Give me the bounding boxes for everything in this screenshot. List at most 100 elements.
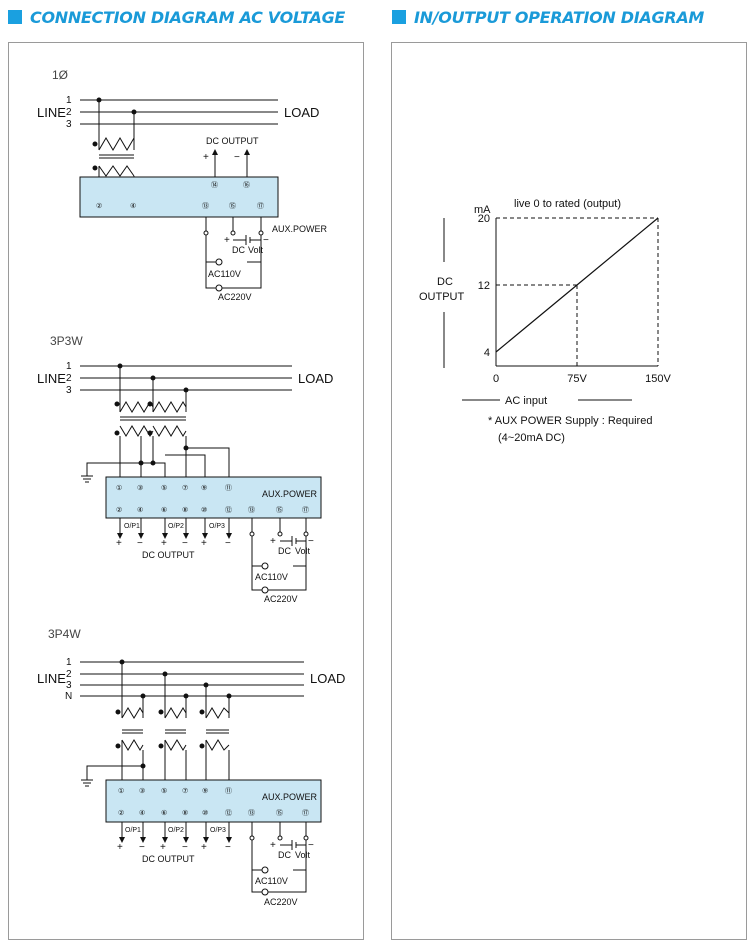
left-header-title: CONNECTION DIAGRAM AC VOLTAGE [30,7,346,27]
line-number: 2 [66,669,72,680]
line-number: N [65,691,72,702]
meter-box [79,176,279,218]
op-label: O/P1 [124,523,140,530]
header-square-icon [8,10,22,24]
minus-sign: − [139,842,145,853]
terminal-label: ⑩ [201,506,207,514]
line-number: 1 [66,657,72,668]
plus-sign: + [270,536,276,547]
terminal-label: ⑬ [248,809,255,817]
diagram-1-single-phase: 1Ø 1 2 3 LINE LOAD ② ④ ⑭ ⑯ ⑬ ⑮ ⑰ DC OUTP… [37,68,328,302]
meter-box [105,476,322,519]
terminal-label: ⑦ [182,787,188,795]
minus-sign: − [308,840,314,851]
chart-title: live 0 to rated (output) [514,198,621,210]
plus-sign: + [160,842,166,853]
diagram-2-3p3w: 3P3W 1 2 3 LINE LOAD [37,334,333,604]
right-header-title: IN/OUTPUT OPERATION DIAGRAM [414,7,705,27]
terminal-label: ⑫ [225,809,232,817]
line-number: 2 [66,107,72,118]
plus-sign: + [224,235,230,246]
aux-power-label: AUX.POWER [262,792,318,802]
line-number: 2 [66,373,72,384]
y-unit: mA [474,204,491,216]
line-number: 3 [66,385,72,396]
minus-sign: − [308,536,314,547]
section-label: 3P3W [50,334,83,348]
x-tick-label: 150V [645,373,671,385]
header-square-icon [392,10,406,24]
terminal-label: ④ [139,809,145,817]
volt-label: Volt [295,546,311,556]
diagram-3-3p4w: 3P4W 1 2 3 N LINE LOAD [37,627,345,907]
terminal-label: ⑩ [202,809,208,817]
plus-sign: + [116,538,122,549]
dc-label: DC [232,245,245,255]
section-label: 3P4W [48,627,81,641]
x-tick-label: 75V [567,373,587,385]
terminal-label: ⑬ [248,506,255,514]
terminal-label: ⑤ [161,484,167,492]
volt-label: Volt [248,245,264,255]
dc-output-label: DC OUTPUT [206,136,259,146]
terminal-label: ⑭ [211,181,218,189]
terminal-label: ⑮ [229,202,236,210]
ac110-label: AC110V [208,269,241,279]
terminal-label: ⑯ [243,181,250,189]
terminal-label: ⑰ [302,506,309,514]
op-label: O/P2 [168,523,184,530]
terminal-label: ⑰ [302,809,309,817]
terminal-label: ① [118,787,124,795]
plus-sign: + [270,840,276,851]
minus-sign: − [182,842,188,853]
left-header: CONNECTION DIAGRAM AC VOLTAGE [8,6,345,28]
ac220-label: AC220V [218,292,252,302]
plus-sign: + [203,152,209,163]
line-number: 1 [66,361,72,372]
aux-power-label: AUX.POWER [272,224,328,234]
aux-power-label: AUX.POWER [262,489,318,499]
dc-label: DC [278,850,291,860]
minus-sign: − [263,235,269,246]
terminal-label: ④ [130,202,136,210]
terminal-label: ⑥ [161,809,167,817]
volt-label: Volt [295,850,311,860]
terminal-label: ⑧ [182,809,188,817]
plus-sign: + [201,538,207,549]
terminal-label: ② [118,809,124,817]
load-label: LOAD [298,371,333,386]
ac110-label: AC110V [255,572,288,582]
terminal-label: ⑧ [182,506,188,514]
series-line [495,217,659,353]
terminal-label: ⑮ [276,506,283,514]
chart-note: * AUX POWER Supply : Required [488,415,652,427]
line-label: LINE [37,371,66,386]
terminal-label: ③ [139,787,145,795]
terminal-label: ⑰ [257,202,264,210]
plus-sign: + [201,842,207,853]
section-label: 1Ø [52,68,68,82]
ac110-label: AC110V [255,876,288,886]
terminal-label: ④ [137,506,143,514]
dc-label: DC [278,546,291,556]
terminal-label: ② [116,506,122,514]
y-tick-label: 4 [484,347,490,359]
op-label: O/P2 [168,827,184,834]
terminal-label: ⑨ [202,787,208,795]
op-label: O/P1 [125,827,141,834]
terminal-label: ⑫ [225,506,232,514]
line-number: 1 [66,95,72,106]
minus-sign: − [137,538,143,549]
minus-sign: − [182,538,188,549]
minus-sign: − [234,152,240,163]
load-label: LOAD [310,671,345,686]
right-header: IN/OUTPUT OPERATION DIAGRAM [392,6,704,28]
op-label: O/P3 [210,827,226,834]
y-axis-label: DC [437,276,453,288]
y-tick-label: 12 [478,280,490,292]
dc-output-label: DC OUTPUT [142,550,195,560]
terminal-label: ⑨ [201,484,207,492]
operation-chart: live 0 to rated (output) mA DC OUTPUT 41… [419,198,672,444]
